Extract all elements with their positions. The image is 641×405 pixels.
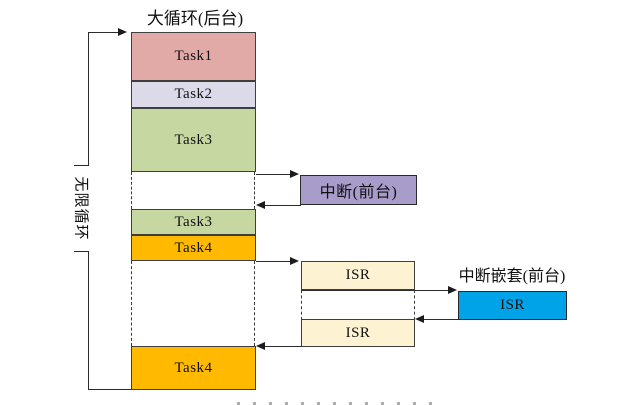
isr-enter-line bbox=[256, 261, 291, 262]
nested-interrupt-title: 中断嵌套(前台) bbox=[458, 268, 566, 285]
loop-tick-upper bbox=[74, 165, 89, 166]
task4-resume-box: Task4 bbox=[131, 346, 256, 390]
task4-box: Task4 bbox=[131, 235, 256, 261]
loop-line-vertical-upper bbox=[88, 32, 89, 165]
isr-return-line bbox=[265, 346, 302, 347]
infinite-loop-label: 无限循环 bbox=[72, 176, 89, 241]
loop-line-vertical-lower bbox=[88, 251, 89, 389]
loop-line-top bbox=[88, 32, 119, 33]
nested-isr-return-arrowhead-icon bbox=[415, 315, 424, 323]
column-gap-dashed-left bbox=[131, 172, 132, 209]
nested-isr-return-line bbox=[424, 319, 458, 320]
isr-enter-arrowhead-icon bbox=[290, 257, 299, 265]
isr-gap-dashed-left bbox=[301, 290, 302, 320]
nested-isr-enter-line bbox=[302, 290, 449, 291]
task2-box: Task2 bbox=[131, 81, 256, 108]
interrupt-enter-arrowhead-icon bbox=[290, 170, 299, 178]
background-loop-title: 大循环(后台) bbox=[146, 9, 244, 28]
interrupt-return-arrowhead-icon bbox=[256, 201, 265, 209]
column-gap-dashed-right bbox=[254, 172, 255, 209]
isr-return-arrowhead-icon bbox=[256, 342, 265, 350]
task3-resume-box: Task3 bbox=[131, 209, 256, 235]
loop-line-bottom bbox=[88, 389, 132, 390]
interrupt-box: 中断(前台) bbox=[300, 175, 417, 205]
isr-box-2: ISR bbox=[301, 319, 415, 347]
loop-tick-lower bbox=[74, 251, 89, 252]
task3-box: Task3 bbox=[131, 108, 256, 172]
interrupt-return-line bbox=[265, 205, 301, 206]
loop-arrowhead-icon bbox=[118, 28, 127, 36]
nested-isr-enter-arrowhead-icon bbox=[448, 286, 457, 294]
cutoff-caption-fragment bbox=[237, 402, 435, 405]
task1-box: Task1 bbox=[131, 32, 256, 81]
column-gap2-dashed-left bbox=[131, 261, 132, 346]
interrupt-enter-line bbox=[256, 174, 291, 175]
isr-gap-dashed-right bbox=[414, 290, 415, 320]
column-gap2-dashed-right bbox=[254, 261, 255, 346]
nested-isr-box: ISR bbox=[458, 291, 567, 320]
isr-box-1: ISR bbox=[301, 261, 415, 290]
